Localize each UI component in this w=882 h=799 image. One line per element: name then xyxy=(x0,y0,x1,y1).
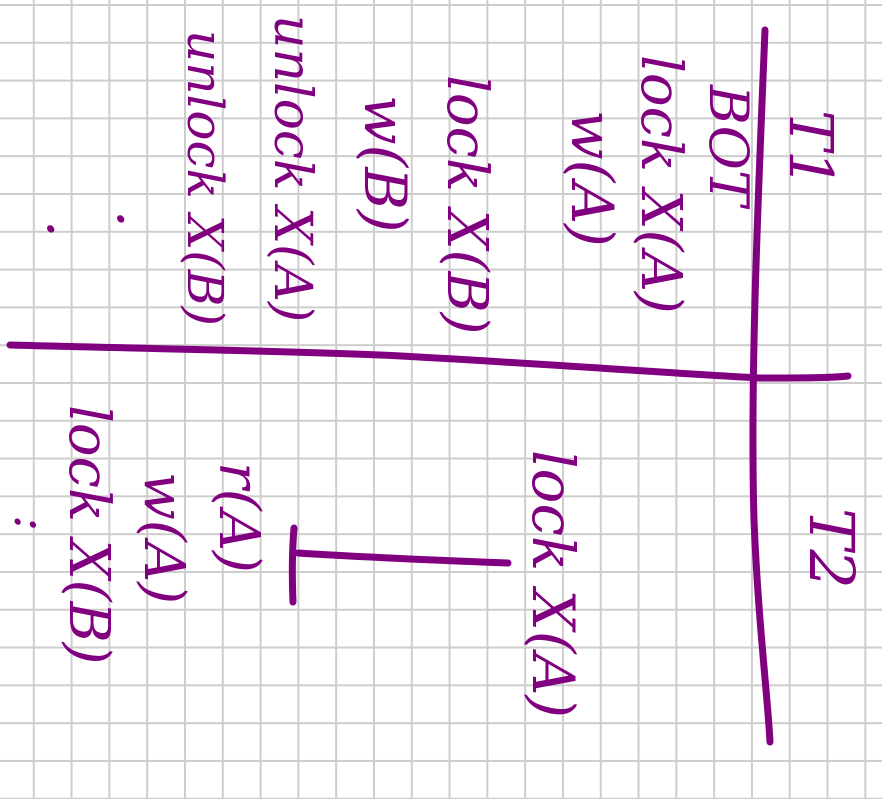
t1-op-lock-a: lock X(A) xyxy=(628,55,693,314)
t1-op-unlock-a: unlock X(A) xyxy=(262,15,322,322)
transaction-divider-line xyxy=(749,26,774,746)
t1-header: T1 xyxy=(775,110,845,188)
t1-op-write-b: w(B) xyxy=(351,95,419,233)
t2-op-lock-b: lock X(B) xyxy=(56,405,121,664)
t2-op-read-a: r(A) xyxy=(206,462,271,573)
t1-ellipsis-2: . xyxy=(34,220,99,238)
t1-op-unlock-b: unlock X(B) xyxy=(176,30,234,326)
t2-op-write-a: w(A) xyxy=(131,472,196,604)
t2-ellipsis: : xyxy=(3,515,59,531)
time-axis-line xyxy=(6,341,852,382)
t1-op-lock-b: lock X(B) xyxy=(434,75,499,334)
t1-ellipsis-1: . xyxy=(104,210,169,228)
t1-op-bot: BOT xyxy=(697,84,760,210)
wait-bracket-line xyxy=(294,549,512,567)
wait-bracket-stem xyxy=(288,524,298,606)
t2-op-lock-a: lock X(A) xyxy=(519,450,587,718)
t2-header: T2 xyxy=(795,508,868,589)
t1-op-write-a: w(A) xyxy=(558,110,626,247)
